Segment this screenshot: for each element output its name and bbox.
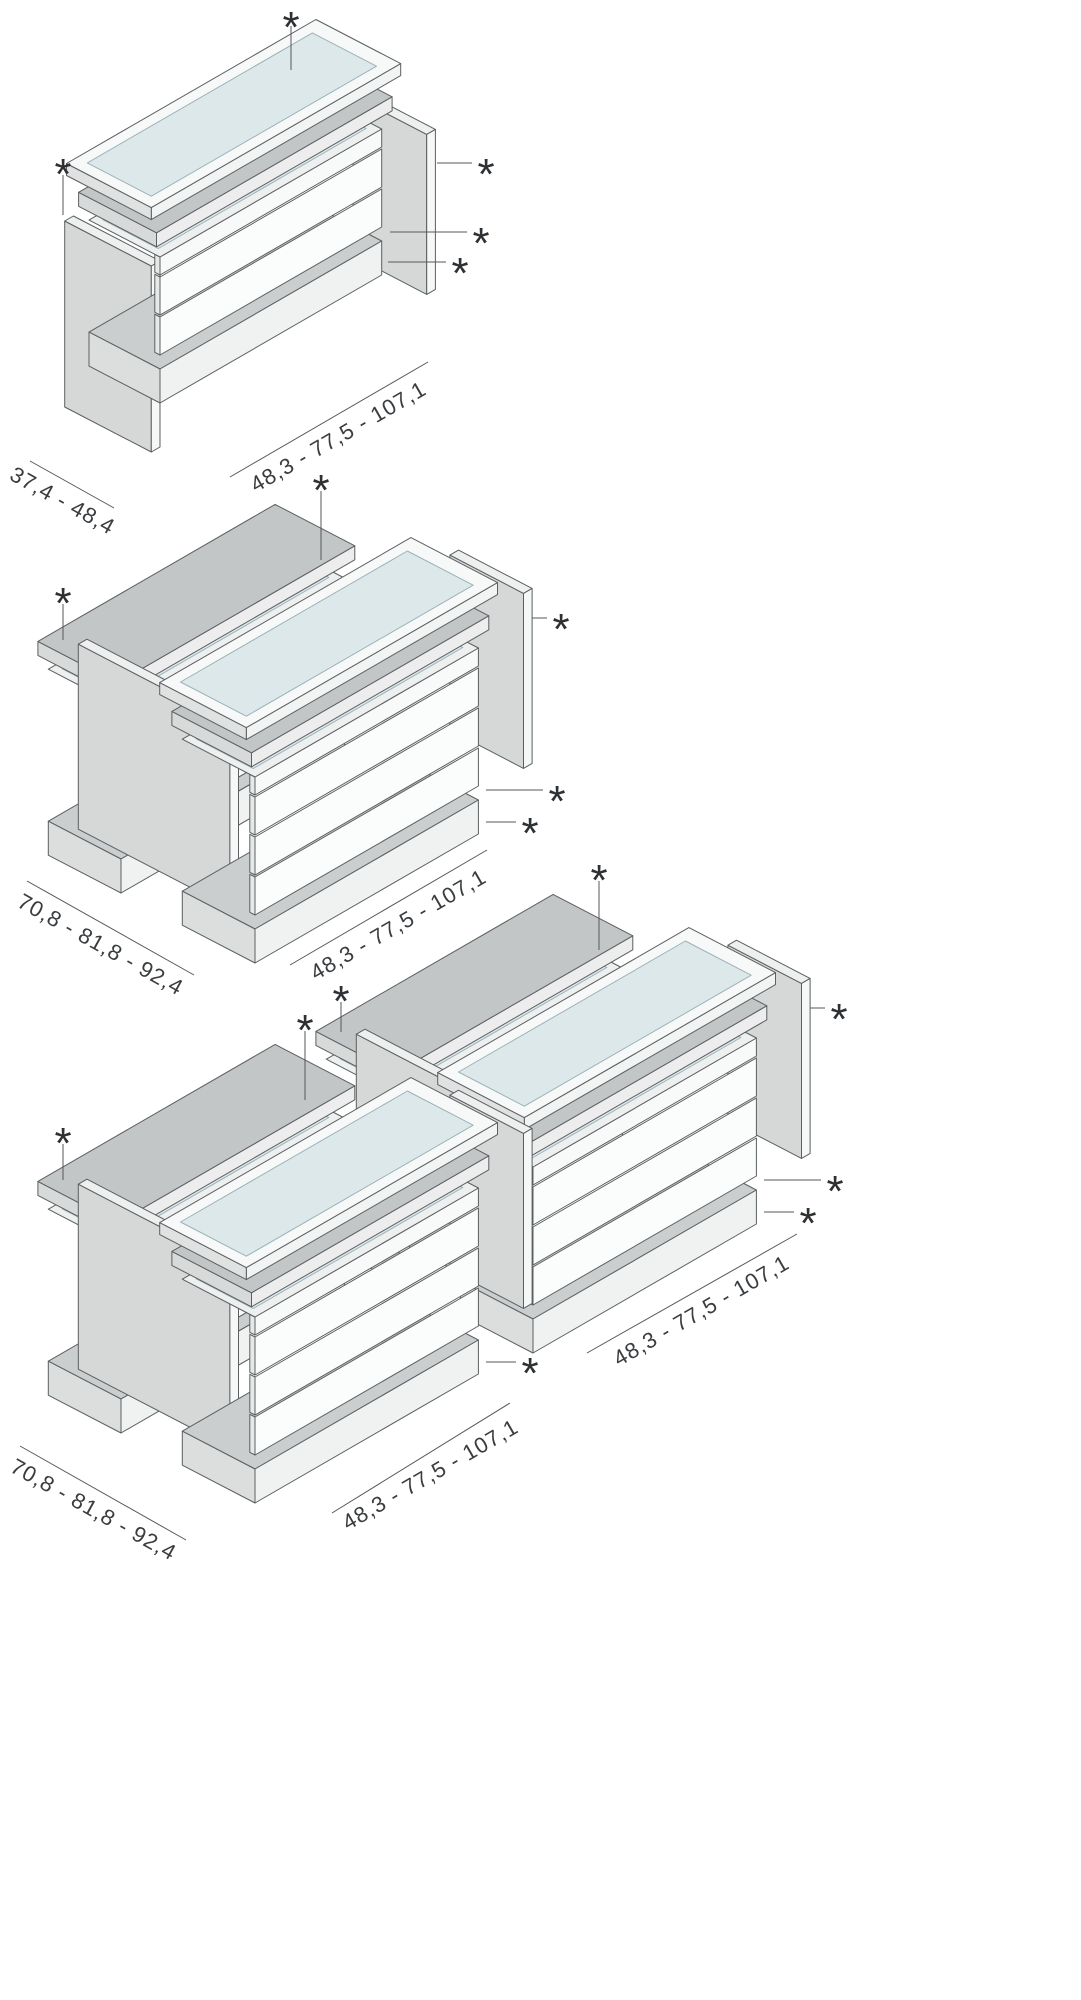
drawer-front — [532, 1097, 757, 1266]
callout-asterisk: * — [590, 856, 607, 905]
lid-glass — [180, 550, 474, 717]
drawer-side — [154, 313, 161, 356]
side-panel-edge — [801, 977, 811, 1159]
drawer-front — [254, 747, 479, 916]
slab-top — [37, 1043, 356, 1224]
drawer-front — [532, 1057, 757, 1226]
slab-top — [37, 503, 356, 684]
dimension-label: 70,8 - 81,8 - 92,4 — [6, 1454, 180, 1566]
callout-asterisk: * — [282, 3, 299, 52]
dimension-line — [331, 1402, 511, 1514]
drawer-side — [249, 1413, 256, 1456]
drawer-side — [249, 833, 256, 876]
lid-glass — [180, 1090, 474, 1257]
drawer-front — [254, 707, 479, 876]
callout-asterisk: * — [521, 1349, 538, 1398]
small-cabinet-top — [64, 19, 436, 453]
callout-asterisk: * — [830, 995, 847, 1044]
callout-asterisk: * — [521, 809, 538, 858]
plinth-front — [254, 799, 479, 964]
drawer-side — [154, 273, 161, 316]
dimension-label: 70,8 - 81,8 - 92,4 — [13, 889, 187, 1001]
plinth-front — [159, 240, 383, 404]
side-panel-edge — [426, 128, 436, 295]
drawer-side — [249, 1373, 256, 1416]
rail-side — [154, 253, 161, 276]
rail-side — [249, 773, 256, 796]
callout-asterisk: * — [54, 579, 71, 628]
lid-glass — [458, 940, 752, 1107]
cabinets-layer — [37, 19, 811, 1504]
drawer-front — [254, 1207, 479, 1376]
callout-asterisk: * — [552, 605, 569, 654]
callout-asterisk: * — [548, 777, 565, 826]
callout-asterisk: * — [472, 219, 489, 268]
dimension-label: 37,4 - 48,4 — [6, 461, 120, 539]
drawer-front — [254, 667, 479, 836]
callout-asterisk: * — [312, 466, 329, 515]
rail-side — [249, 1313, 256, 1336]
dimension-line — [289, 849, 488, 966]
dimension-line — [26, 880, 195, 976]
drawer-front — [532, 1137, 757, 1306]
dimension-line — [229, 361, 429, 478]
drawer-side — [249, 1333, 256, 1376]
dimension-line — [19, 1445, 187, 1541]
callout-asterisk: * — [296, 1006, 313, 1055]
drawer-front — [254, 1247, 479, 1416]
drawer-side — [249, 793, 256, 836]
callout-asterisk: * — [826, 1167, 843, 1216]
callout-asterisk: * — [54, 150, 71, 199]
drawer-front — [254, 1287, 479, 1456]
callout-asterisk: * — [799, 1199, 816, 1248]
slab-top — [315, 893, 634, 1074]
drawer-side — [249, 873, 256, 916]
plinth-front — [254, 1339, 479, 1504]
callout-asterisk: * — [332, 977, 349, 1026]
dimension-line — [29, 460, 115, 509]
side-panel-edge — [523, 1127, 533, 1309]
callout-asterisk: * — [54, 1119, 71, 1168]
callout-asterisk: * — [451, 249, 468, 298]
dimension-label: 48,3 - 77,5 - 107,1 — [246, 376, 431, 497]
dimension-line — [586, 1233, 798, 1354]
drawer-front — [159, 148, 383, 316]
lid-glass — [86, 32, 377, 197]
plinth-front — [532, 1189, 757, 1354]
large-cabinet-bottom-left — [37, 1043, 533, 1504]
large-cabinet-middle — [37, 503, 533, 964]
drawer-front — [159, 188, 383, 356]
callout-asterisk: * — [477, 150, 494, 199]
side-panel-edge — [523, 587, 533, 769]
